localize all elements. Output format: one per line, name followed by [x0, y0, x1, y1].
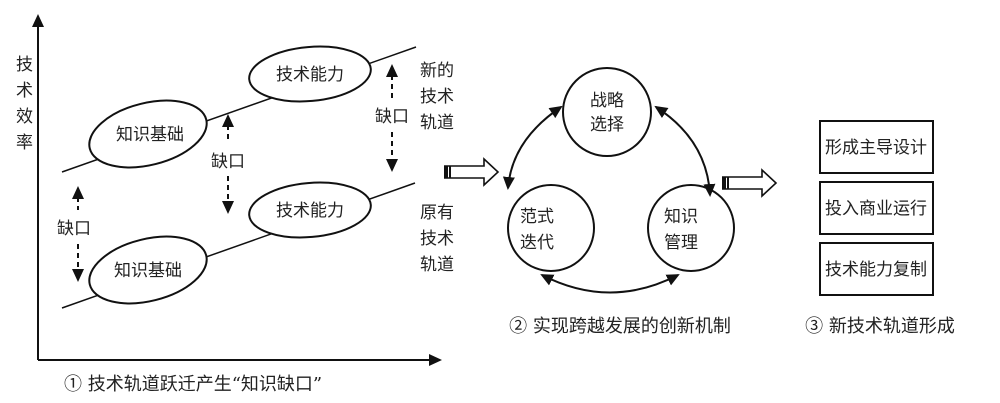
- upper-capability-ellipse: [248, 45, 372, 103]
- box-label: 技术能力复制: [825, 260, 927, 280]
- label-line: 轨道: [420, 113, 454, 133]
- lower-capability-ellipse: [248, 181, 372, 239]
- gap-arrow-3: 缺口: [375, 64, 409, 172]
- double-arrow-paradigm-knowledge: [540, 274, 680, 294]
- box-commercial-operation: [819, 181, 934, 235]
- y-label-char: 效: [16, 107, 33, 127]
- box-label: 形成主导设计: [825, 138, 927, 158]
- upper-capability-label: 技术能力: [276, 65, 344, 85]
- label-line: 技术: [420, 87, 454, 107]
- gap-arrow-1: 缺口: [57, 186, 91, 282]
- y-label-char: 率: [16, 133, 33, 153]
- upper-knowledge-ellipse: [88, 99, 208, 169]
- knowledge-label: 知识: [664, 207, 698, 227]
- y-label-char: 技: [16, 55, 33, 75]
- panel2-caption: ② 实现跨越发展的创新机制: [509, 316, 731, 337]
- panel-trajectory-jump: 技 术 效 率 知识基础 技术能力 知识基础 技术能力 缺口 缺口: [16, 14, 454, 395]
- y-axis-label: 技 术 效 率: [16, 55, 33, 153]
- label-line: 技术: [420, 229, 454, 249]
- old-track-label: 原有 技术 轨道: [420, 203, 454, 275]
- box-dominant-design: [819, 120, 934, 174]
- hollow-arrow-icon: [722, 168, 778, 198]
- double-arrow-strategy-paradigm: [502, 105, 563, 190]
- lower-knowledge-label: 知识基础: [114, 261, 182, 281]
- strategy-label: 选择: [590, 115, 624, 135]
- gap-arrow-2: 缺口: [211, 114, 245, 214]
- upper-knowledge-label: 知识基础: [116, 125, 184, 145]
- panel3-caption: ③ 新技术轨道形成: [805, 316, 955, 337]
- strategy-label: 战略: [590, 91, 624, 111]
- panel-innovation-mechanism: 战略 选择 范式 迭代 知识 管理 ② 实现跨越发展的创新机制: [502, 67, 735, 337]
- lower-capability-label: 技术能力: [276, 201, 344, 221]
- new-track-label: 新的 技术 轨道: [420, 61, 454, 133]
- paradigm-circle: [507, 184, 595, 272]
- gap-label: 缺口: [375, 107, 409, 127]
- knowledge-label: 管理: [664, 233, 698, 253]
- panel-new-trajectory: 形成主导设计 投入商业运行 技术能力复制 ③ 新技术轨道形成: [805, 120, 955, 337]
- panel1-caption: ① 技术轨道跃迁产生“知识缺口”: [64, 374, 322, 395]
- hollow-arrow-icon: [444, 157, 500, 187]
- double-arrow-strategy-knowledge: [654, 105, 716, 197]
- box-label: 投入商业运行: [825, 199, 927, 219]
- gap-label: 缺口: [211, 152, 245, 172]
- label-line: 新的: [420, 61, 454, 81]
- knowledge-circle: [647, 184, 735, 272]
- strategy-circle: [562, 67, 652, 157]
- paradigm-label: 范式: [520, 207, 554, 227]
- box-capability-replication: [819, 242, 934, 296]
- lower-knowledge-ellipse: [88, 235, 208, 305]
- paradigm-label: 迭代: [520, 233, 554, 253]
- y-label-char: 术: [16, 81, 33, 101]
- label-line: 轨道: [420, 255, 454, 275]
- label-line: 原有: [420, 203, 454, 223]
- gap-label: 缺口: [57, 219, 91, 239]
